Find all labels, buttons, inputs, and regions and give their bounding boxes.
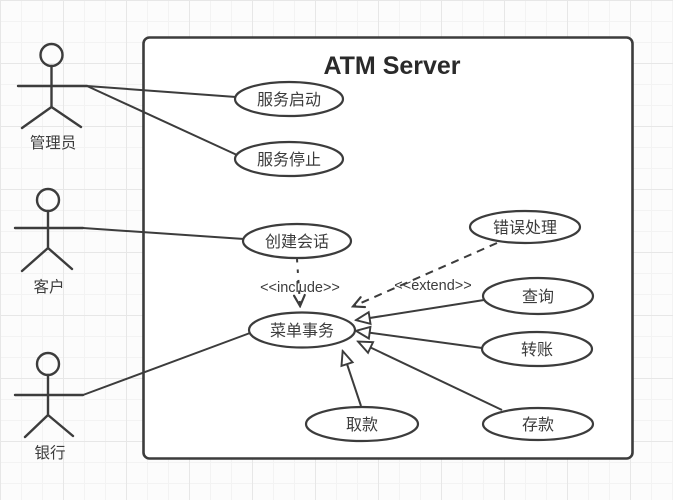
- usecase-withdraw: 取款: [304, 405, 420, 443]
- actor-customer-head: [35, 187, 61, 213]
- usecase-menu-transaction-label: 菜单事务: [270, 322, 334, 340]
- actor-customer: 客户: [13, 187, 85, 296]
- usecase-transfer: 转账: [480, 330, 594, 368]
- usecase-transfer-label: 转账: [521, 341, 553, 359]
- usecase-service-start-ellipse: [233, 80, 345, 118]
- usecase-deposit: 存款: [481, 406, 595, 442]
- actor-customer-label: 客户: [33, 278, 64, 296]
- extend-arrow: [354, 242, 498, 306]
- usecase-error-handling-label: 错误处理: [493, 219, 557, 237]
- extend-label: <<extend>>: [394, 278, 471, 294]
- include-arrow: [297, 258, 300, 305]
- usecase-service-stop-label: 服务停止: [257, 151, 321, 169]
- usecase-service-start-label: 服务启动: [257, 91, 321, 109]
- arrow-deposit-menu: [359, 342, 503, 411]
- actor-bank-head: [35, 351, 61, 377]
- actor-bank-limbs: [13, 373, 85, 439]
- usecase-menu-transaction: 菜单事务: [247, 311, 357, 349]
- usecase-create-session-ellipse: [241, 222, 353, 260]
- actor-admin: 管理员: [16, 42, 89, 152]
- actor-bank: 银行: [13, 351, 85, 462]
- actor-bank-label: 银行: [34, 444, 65, 462]
- usecase-create-session: 创建会话: [241, 222, 353, 260]
- usecase-query: 查询: [481, 276, 595, 316]
- arrow-withdraw-menu: [343, 352, 362, 407]
- usecase-menu-transaction-ellipse: [247, 311, 357, 349]
- usecase-withdraw-ellipse: [304, 405, 420, 443]
- usecase-query-label: 查询: [522, 288, 554, 306]
- system-title: ATM Server: [323, 52, 460, 80]
- include-label: <<include>>: [260, 280, 340, 296]
- usecase-service-stop: 服务停止: [233, 140, 345, 178]
- usecase-withdraw-label: 取款: [346, 416, 378, 434]
- actor-admin-head: [39, 42, 64, 68]
- usecase-transfer-ellipse: [480, 330, 594, 368]
- usecase-service-stop-ellipse: [233, 140, 345, 178]
- actor-admin-limbs: [16, 64, 89, 130]
- usecase-deposit-ellipse: [481, 406, 595, 442]
- usecase-query-ellipse: [481, 276, 595, 316]
- arrow-query-menu: [357, 299, 485, 320]
- actor-admin-label: 管理员: [30, 134, 77, 152]
- usecase-error-handling: 错误处理: [468, 209, 582, 245]
- usecase-deposit-label: 存款: [522, 416, 554, 434]
- actor-customer-limbs: [13, 209, 85, 273]
- association-admin-service-stop: [86, 85, 238, 156]
- association-customer-create-session: [82, 227, 245, 240]
- usecase-service-start: 服务启动: [233, 80, 345, 118]
- arrow-transfer-menu: [357, 331, 483, 349]
- usecase-create-session-label: 创建会话: [265, 233, 329, 251]
- usecase-error-handling-ellipse: [468, 209, 582, 245]
- association-bank-menu-transaction: [82, 332, 251, 396]
- system-boundary: [142, 36, 634, 460]
- association-admin-service-start: [86, 85, 237, 98]
